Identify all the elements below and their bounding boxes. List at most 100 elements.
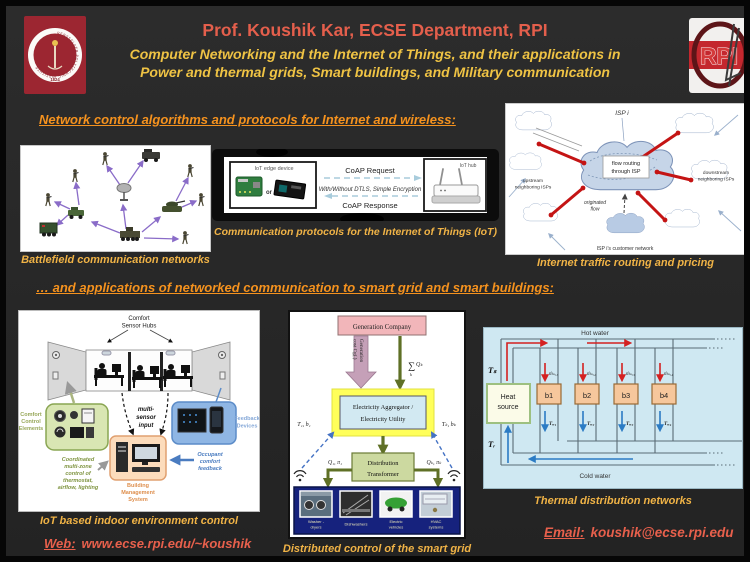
- armored-vehicle-icon: [120, 227, 140, 241]
- iot-hub-box: IoT hub: [423, 158, 487, 212]
- sum-q-label: Qₖ: [416, 362, 423, 368]
- heat-source-label-line2: source: [497, 404, 518, 411]
- flow-routing-line1: flow routing: [612, 161, 640, 167]
- traffic-links: [537, 131, 693, 222]
- coord-line3: control of: [65, 471, 92, 477]
- subtitle-line1: Computer Networking and the Internet of …: [129, 46, 621, 62]
- smartgrid-caption: Distributed control of the smart grid: [282, 543, 472, 555]
- thermal-caption: Thermal distribution networks: [534, 495, 692, 507]
- transformer-box: [351, 452, 415, 482]
- coord-to-bms-arrow: [97, 460, 109, 471]
- appliance3-label-line2: vehicles: [389, 525, 403, 530]
- t1b1-label: T₁, b₁: [297, 422, 311, 428]
- flow-routing-line2: through ISP: [611, 169, 640, 175]
- occupant-feedback-text: Occupant comfort feedback: [197, 452, 224, 472]
- qkpik-label: Qₖ, πₖ: [427, 460, 442, 466]
- routing-figure: ISP i flow routing through ISP upstream …: [505, 103, 744, 255]
- indoor-caption: IoT based indoor environment control: [39, 515, 238, 527]
- feedback-label-line2: Devices: [237, 424, 258, 430]
- appliance4-label-line1: HVAC: [431, 519, 442, 524]
- return-temp-label: Tᵣ: [488, 439, 495, 449]
- email-address: koushik@ecse.rpi.edu: [590, 525, 734, 540]
- subtitle-line2: Power and thermal grids, Smart buildings…: [140, 64, 610, 80]
- upstream-label-line1: upstream: [523, 178, 543, 184]
- satellite-dish-icon: [116, 183, 132, 201]
- feedback-devices-box: [171, 387, 237, 445]
- generation-company-label: Generation Company: [353, 324, 412, 331]
- edge-device-box: IoT edge device or: [229, 161, 317, 209]
- sensor-hubs-label-line2: Sensor Hubs: [122, 324, 157, 330]
- appliance4-label-line2: systems: [429, 525, 444, 530]
- occupant-line3: feedback: [198, 466, 223, 472]
- or-label: or: [266, 190, 273, 196]
- tr1-label: Tᵣ,₁: [549, 421, 557, 427]
- comfort-control-label-line1: Comfort: [20, 412, 42, 418]
- double-link-lines: [532, 127, 583, 152]
- security-label: With/Without DTLS, Simple Encryption: [319, 187, 422, 193]
- originated-flow-arrow: [621, 193, 628, 214]
- email-link[interactable]: Email:koushik@ecse.rpi.edu: [544, 525, 733, 540]
- coap-response-label: CoAP Response: [342, 201, 397, 210]
- feeder-arrows: [322, 468, 444, 489]
- bms-box: [109, 435, 167, 481]
- generation-company-box: [337, 315, 427, 336]
- multi-sensor-line1: multi-: [138, 407, 154, 413]
- upstream-label-line2: neighboring ISPs: [515, 185, 552, 191]
- cold-water-label: Cold water: [579, 473, 611, 480]
- corner-arrows: [508, 114, 742, 251]
- b2-label: b2: [583, 391, 591, 400]
- m1-label: ṁₛ,₁: [549, 371, 558, 377]
- tkbk-label: Tₖ, bₖ: [442, 422, 457, 428]
- sum-subscript: k: [410, 372, 413, 377]
- supply-temp-label: Tₛ: [488, 365, 497, 375]
- generation-cost-arrow: Generation cost Cg(.): [345, 335, 377, 389]
- sensor-input-arrows: [121, 392, 169, 436]
- m2-label: ṁₛ,₂: [587, 371, 596, 377]
- gen-cost-line1: Generation: [358, 339, 364, 362]
- hot-flow-arrows: [506, 339, 664, 383]
- return-temp-labels: Tᵣ,₁ Tᵣ,₂ Tᵣ,₃ Tᵣ,₄: [549, 421, 672, 427]
- aggregator-box: [339, 395, 427, 430]
- section-heading-network: Network control algorithms and protocols…: [39, 112, 456, 127]
- battlefield-figure: [20, 145, 211, 252]
- q1pi1-label: Q₁, π₁: [328, 460, 342, 466]
- web-url: www.ecse.rpi.edu/~koushik: [81, 536, 252, 551]
- intra-cloud-flows: [587, 153, 658, 180]
- radio-links: [53, 159, 198, 243]
- heat-source-box: [486, 383, 531, 424]
- aggregator-label-line2: Electricity Utility: [361, 416, 407, 423]
- m3-label: ṁₛ,₃: [626, 371, 635, 377]
- occupant-line2: comfort: [200, 459, 222, 465]
- office-panorama: [47, 341, 231, 401]
- flow-routing-box: flow routing through ISP: [602, 155, 650, 179]
- protocol-exchange: CoAP Request With/Without DTLS, Simple E…: [319, 166, 422, 210]
- wifi-icon: [293, 470, 461, 482]
- section-heading-applications: … and applications of networked communic…: [36, 280, 554, 295]
- coord-line1: Coordinated: [62, 457, 95, 463]
- coap-request-label: CoAP Request: [345, 166, 395, 175]
- seal-year: 1824: [50, 77, 60, 82]
- cold-flow-arrows: [504, 411, 664, 463]
- sensor-hubs-label-line1: Comfort: [128, 316, 150, 322]
- routing-caption: Internet traffic routing and pricing: [536, 257, 715, 269]
- hub-pointer-arrows: [107, 329, 173, 343]
- hockey-sticks-icon: [724, 23, 742, 87]
- page-title: Prof. Koushik Kar, ECSE Department, RPI: [202, 20, 548, 40]
- rpi-logo-ring: [691, 21, 744, 89]
- heat-source-label-line1: Heat: [501, 394, 516, 401]
- bms-label-line3: System: [128, 497, 148, 503]
- m4-label: ṁₛ,₄: [664, 371, 673, 377]
- jeep-icon: [68, 207, 84, 219]
- sum-symbol: ∑: [408, 361, 415, 372]
- seal-torch-icon: [47, 40, 63, 70]
- bms-label-line2: Management: [121, 490, 155, 496]
- router-icon: [431, 168, 481, 204]
- comfort-control-label-line2: Control: [21, 419, 41, 425]
- supply-truck-icon: [39, 222, 58, 237]
- coord-line2: multi-zone: [64, 464, 92, 470]
- multi-sensor-line3: input: [139, 423, 155, 429]
- isp-label-pointer: [621, 117, 625, 142]
- downstream-label-line1: downstream: [703, 170, 729, 176]
- web-link[interactable]: Web:www.ecse.rpi.edu/~koushik: [44, 536, 251, 551]
